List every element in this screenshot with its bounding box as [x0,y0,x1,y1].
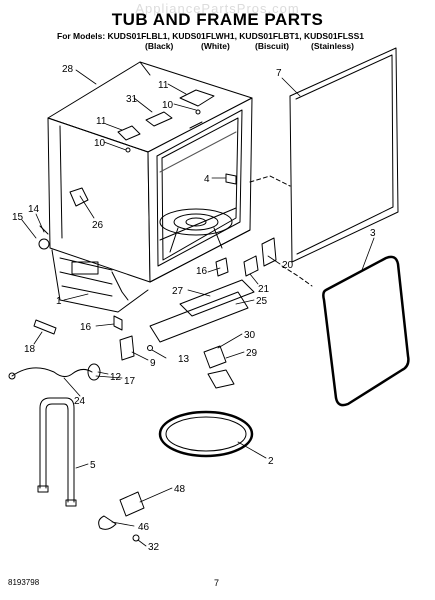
page-number: 7 [214,578,220,588]
callout-13: 13 [178,354,190,365]
float-switch-parts [98,491,145,542]
callout-30: 30 [244,330,256,341]
routing-dash-line [249,175,291,187]
models-line: For Models: KUDS01FLBL1, KUDS01FLWH1, KU… [57,31,364,41]
variant-stainless: (Stainless) [311,41,354,51]
callout-labels: 28 11 10 31 11 10 7 4 26 15 14 3 20 16 2… [12,64,376,553]
callout-31: 31 [126,94,138,105]
callout-28: 28 [62,64,74,75]
callout-5: 5 [90,460,96,471]
callout-11-mid: 11 [96,116,107,127]
callout-26: 26 [92,220,104,231]
door-gasket-part [322,255,410,407]
variant-white: (White) [201,41,230,51]
leveling-and-valve-parts [33,225,235,389]
routing-dash-line-2 [281,265,313,287]
callout-4: 4 [204,174,210,185]
callout-16-upper: 16 [196,266,208,277]
callout-9: 9 [150,358,156,369]
callout-10-top: 10 [162,100,174,111]
door-frame-gasket-part [289,47,399,263]
document-part-number: 8193798 [8,578,40,587]
callout-17: 17 [124,376,136,387]
callout-48: 48 [174,484,186,495]
variant-black: (Black) [145,41,174,51]
callout-20: 20 [282,260,294,271]
callout-25: 25 [256,296,268,307]
callout-10-mid: 10 [94,138,106,149]
callout-24: 24 [74,396,86,407]
heating-element-part [37,397,77,507]
diagram-title: TUB AND FRAME PARTS [111,10,324,29]
variant-biscuit: (Biscuit) [255,41,289,51]
small-hardware-parts [215,173,277,277]
watermark: AppliancePartsPros.com [135,1,300,16]
callout-7: 7 [276,68,282,79]
callout-2: 2 [268,456,274,467]
callout-15: 15 [12,212,24,223]
callout-32: 32 [148,542,160,553]
leader-lines [21,69,375,547]
callout-21: 21 [258,284,270,295]
callout-18: 18 [24,344,36,355]
callout-3: 3 [370,228,376,239]
callout-12: 12 [110,372,122,383]
callout-27: 27 [172,286,184,297]
callout-46: 46 [138,522,150,533]
tub-part [47,61,253,313]
callout-11-top: 11 [158,80,169,91]
callout-16-lower: 16 [80,322,92,333]
wire-harness-part [8,367,93,380]
callout-14: 14 [28,204,40,215]
sump-ring-gasket-part [158,410,254,458]
callout-29: 29 [246,348,258,359]
callout-1: 1 [56,296,62,307]
bottom-plate-parts [149,279,255,343]
